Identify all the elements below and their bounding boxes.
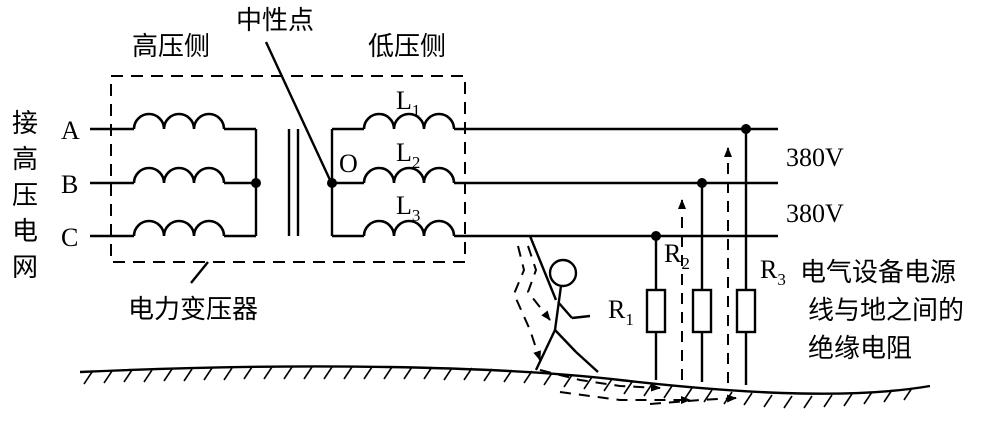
primary-winding-a xyxy=(90,112,256,131)
transformer-label: 电力变压器 xyxy=(128,295,258,325)
winding-label-l1: L1 xyxy=(396,86,420,120)
high-side-label: 高压侧 xyxy=(132,32,210,62)
winding-label-l2: L2 xyxy=(396,138,420,172)
voltage-label-lower: 380V xyxy=(786,199,844,228)
ground-surface xyxy=(79,365,931,409)
svg-text:电: 电 xyxy=(12,217,38,247)
person-figure xyxy=(528,235,599,373)
phase-label-b: B xyxy=(61,170,78,199)
insulation-label-line-2: 线与地之间的 xyxy=(808,296,964,326)
resistor-label-r2: R2 xyxy=(664,239,690,273)
transformer-enclosure xyxy=(110,75,466,263)
low-side-label: 低压侧 xyxy=(368,32,446,62)
resistor-label-r3: R3 xyxy=(760,255,786,289)
transformer-pointer xyxy=(190,261,209,284)
neutral-pointer-line xyxy=(264,41,332,181)
grid-label: 接 高 压 电 网 xyxy=(12,109,38,283)
resistor-r2 xyxy=(691,178,713,382)
phase-label-a: A xyxy=(61,116,80,145)
winding-label-l3: L3 xyxy=(396,191,420,225)
neutral-point-label: 中性点 xyxy=(236,6,314,36)
insulation-label-line-1: 电气设备电源 xyxy=(800,258,956,288)
secondary-winding-l1 xyxy=(332,112,456,131)
secondary-winding-l3 xyxy=(332,219,456,238)
neutral-o-label: O xyxy=(339,149,358,178)
svg-text:网: 网 xyxy=(12,253,38,283)
primary-winding-c xyxy=(90,219,256,238)
primary-winding-b xyxy=(90,166,256,185)
insulation-label-line-3: 绝缘电阻 xyxy=(808,334,912,364)
primary-star-node xyxy=(251,178,261,188)
resistor-label-r1: R1 xyxy=(608,295,634,329)
voltage-label-upper: 380V xyxy=(786,143,844,172)
secondary-winding-l2 xyxy=(332,166,456,185)
resistor-r1 xyxy=(645,231,667,380)
svg-text:接: 接 xyxy=(12,109,38,139)
phase-label-c: C xyxy=(61,223,78,252)
svg-text:高: 高 xyxy=(12,145,38,175)
svg-text:压: 压 xyxy=(12,181,38,211)
resistor-r3 xyxy=(735,124,757,385)
